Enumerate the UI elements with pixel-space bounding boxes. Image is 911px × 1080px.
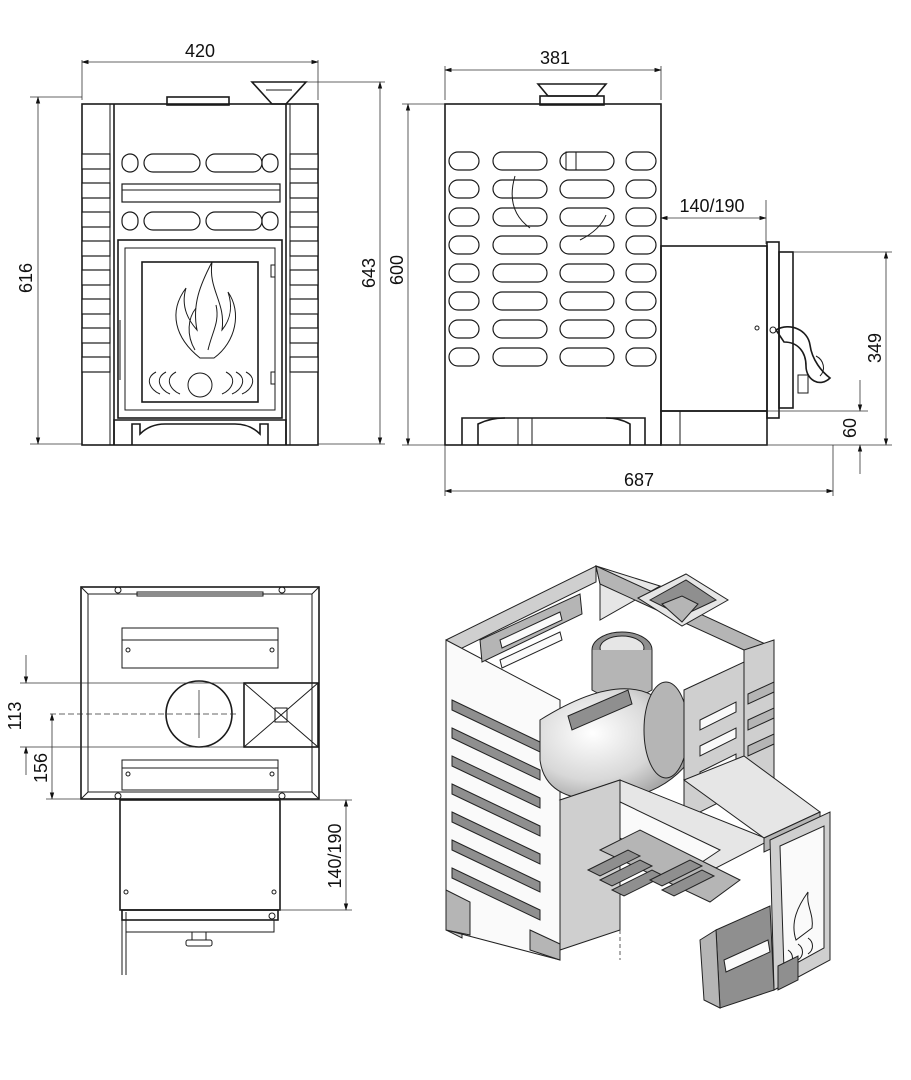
dim-side-tunnel: 140/190 bbox=[679, 196, 744, 216]
dim-side-height: 600 bbox=[387, 255, 407, 285]
dim-side-door-base: 60 bbox=[840, 418, 860, 438]
side-view: 381 600 bbox=[387, 48, 892, 496]
front-right-slats bbox=[289, 153, 319, 373]
dim-top-tunnel: 140/190 bbox=[325, 823, 345, 888]
top-view: 113 156 140/190 bbox=[5, 586, 352, 975]
isometric-cutaway-view bbox=[445, 565, 831, 1009]
front-door bbox=[117, 239, 283, 419]
dim-front-height: 616 bbox=[16, 263, 36, 293]
front-left-slats bbox=[81, 153, 111, 373]
dim-top-offset-b: 156 bbox=[31, 753, 51, 783]
side-slots bbox=[448, 151, 657, 367]
dim-side-door-height: 349 bbox=[865, 333, 885, 363]
dim-front-total-height: 643 bbox=[359, 258, 379, 288]
dim-top-offset-a: 113 bbox=[5, 702, 25, 731]
dim-front-width: 420 bbox=[185, 41, 215, 61]
dim-side-total-length: 687 bbox=[624, 470, 654, 490]
iso-grate bbox=[586, 849, 716, 897]
iso-left-slats bbox=[445, 699, 561, 961]
front-view: 420 616 643 bbox=[16, 41, 385, 446]
dim-side-width: 381 bbox=[540, 48, 570, 68]
